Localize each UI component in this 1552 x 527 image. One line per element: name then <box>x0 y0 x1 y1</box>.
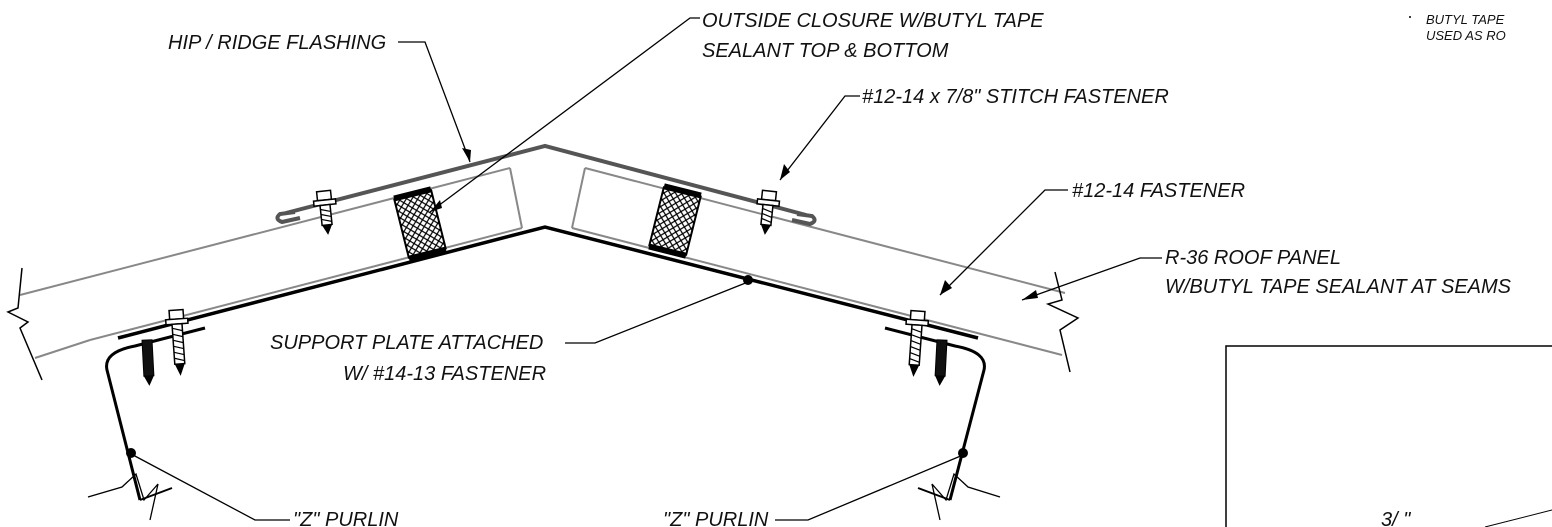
roof-panel-label-line1: R-36 ROOF PANEL <box>1165 247 1341 269</box>
outside-closure-right <box>648 183 702 259</box>
hip-ridge-flashing-label: HIP / RIDGE FLASHING <box>168 32 386 54</box>
leader-lines <box>132 17 1162 521</box>
corner-note-line1: BUTYL TAPE <box>1426 12 1505 27</box>
fastener-12-14-label: #12-14 FASTENER <box>1072 180 1245 202</box>
z-purlin-right-label: "Z" PURLIN <box>663 509 769 527</box>
support-plate-label-line2: W/ #14-13 FASTENER <box>343 363 546 385</box>
roof-panel-right <box>571 167 1066 356</box>
leader-arrowheads <box>430 148 1038 300</box>
roof-panel-label-line2: W/BUTYL TAPE SEALANT AT SEAMS <box>1165 276 1512 298</box>
outside-closure-left <box>393 186 447 262</box>
fastener-14-13-left <box>141 339 155 387</box>
fastener-12-14-left <box>164 308 193 378</box>
break-line-right <box>1045 271 1080 373</box>
break-line-left <box>6 267 43 381</box>
roof-panel-left <box>19 167 523 359</box>
stitch-fastener-label: #12-14 x 7/8" STITCH FASTENER <box>862 86 1169 108</box>
support-plate-label-line1: SUPPORT PLATE ATTACHED <box>270 332 543 354</box>
fastener-14-13-right <box>934 339 948 387</box>
inset-dimension-label: 3/ " <box>1381 509 1411 527</box>
outside-closure-label-line1: OUTSIDE CLOSURE W/BUTYL TAPE <box>702 10 1044 32</box>
corner-note-line2: USED AS RO <box>1426 28 1506 43</box>
fastener-12-14-right <box>901 309 930 379</box>
inset-detail-box <box>1225 345 1552 527</box>
corner-note-bullet <box>1409 16 1411 18</box>
z-purlin-left-label: "Z" PURLIN <box>293 509 399 527</box>
support-plate <box>117 225 979 340</box>
outside-closure-label-line2: SEALANT TOP & BOTTOM <box>702 40 949 62</box>
z-purlin-left <box>87 326 206 521</box>
ridge-flashing <box>275 143 817 227</box>
